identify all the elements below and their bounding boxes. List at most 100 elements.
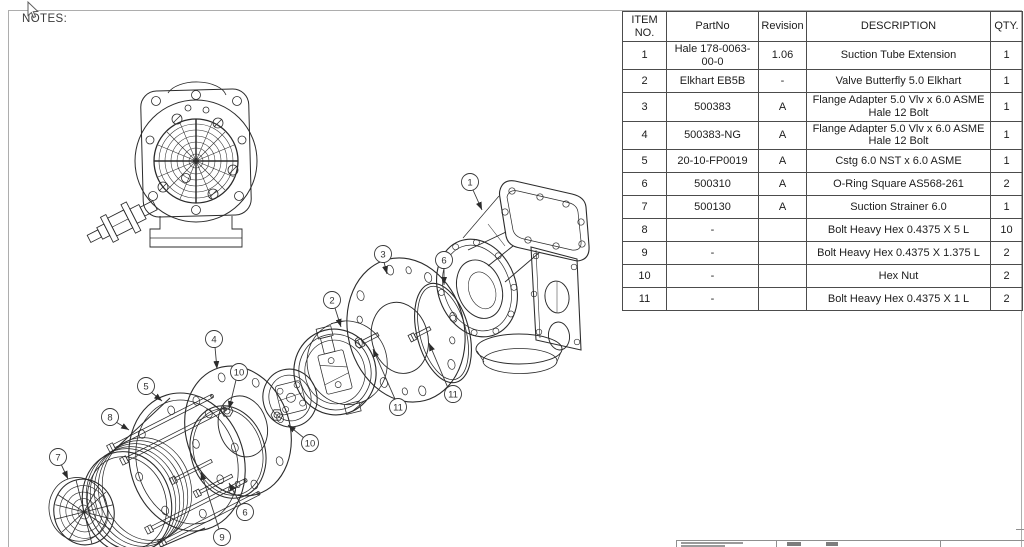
- bom-cell-rev: A: [758, 92, 807, 122]
- bom-cell-qty: 2: [990, 263, 1023, 288]
- balloon-6-lower: 6: [228, 482, 254, 521]
- bom-cell-item: 10: [622, 263, 667, 288]
- sheet-border-top: [8, 10, 1022, 11]
- bom-cell-qty: 2: [990, 240, 1023, 265]
- bom-cell-item: 9: [622, 240, 667, 265]
- part-suction-strainer: [48, 477, 115, 546]
- sheet-border-left: [8, 10, 9, 547]
- bom-cell-rev: 1.06: [758, 40, 807, 71]
- bom-cell-desc: Bolt Heavy Hex 0.4375 X 5 L: [806, 217, 991, 242]
- bom-cell-rev: [758, 240, 807, 265]
- bom-cell-rev: -: [758, 69, 807, 94]
- svg-text:4: 4: [211, 335, 216, 346]
- bom-header-qty: QTY.: [990, 11, 1023, 42]
- bom-cell-desc: Suction Strainer 6.0: [806, 194, 991, 219]
- svg-text:5: 5: [143, 382, 148, 393]
- svg-text:2: 2: [329, 296, 334, 307]
- svg-text:8: 8: [107, 413, 112, 424]
- bom-cell-desc: Bolt Heavy Hex 0.4375 X 1.375 L: [806, 240, 991, 265]
- bom-cell-rev: A: [758, 120, 807, 150]
- bom-cell-qty: 10: [990, 217, 1023, 242]
- bom-cell-part: -: [666, 217, 759, 242]
- title-block-mark: [787, 542, 801, 546]
- bom-cell-item: 4: [622, 120, 667, 150]
- bom-cell-item: 2: [622, 69, 667, 94]
- balloon-5: 5: [137, 377, 163, 402]
- bom-cell-desc: Hex Nut: [806, 263, 991, 288]
- part-bolts-9: [168, 458, 234, 499]
- flange-bolt-holes: [145, 90, 247, 215]
- bom-cell-part: Elkhart EB5B: [666, 69, 759, 94]
- bom-cell-desc: O-Ring Square AS568-261: [806, 171, 991, 196]
- balloon-6-right: 6: [435, 251, 453, 285]
- balloon-9: 9: [200, 471, 231, 546]
- balloon-8: 8: [101, 408, 130, 431]
- balloon-11-left: 11: [372, 348, 407, 416]
- bom-cell-part: -: [666, 286, 759, 311]
- bom-cell-rev: [758, 286, 807, 311]
- bom-cell-rev: [758, 217, 807, 242]
- exploded-view: 1 2 3 4 5: [48, 173, 590, 547]
- svg-text:1: 1: [467, 178, 472, 189]
- bom-cell-part: -: [666, 240, 759, 265]
- bom-cell-item: 5: [622, 148, 667, 173]
- svg-text:7: 7: [55, 453, 60, 464]
- bom-cell-desc: Cstg 6.0 NST x 6.0 ASME: [806, 148, 991, 173]
- balloon-2: 2: [323, 291, 342, 328]
- mouse-cursor-icon: [27, 0, 39, 19]
- bom-cell-desc: Valve Butterfly 5.0 Elkhart: [806, 69, 991, 94]
- bom-cell-qty: 1: [990, 69, 1023, 94]
- title-block-mark: [826, 542, 838, 546]
- bom-header-item: ITEM NO.: [622, 11, 667, 42]
- bom-cell-desc: Flange Adapter 5.0 Vlv x 6.0 ASME Hale 1…: [806, 92, 991, 122]
- balloon-11-right: 11: [428, 342, 462, 403]
- bom-cell-item: 1: [622, 40, 667, 71]
- bom-cell-item: 8: [622, 217, 667, 242]
- balloon-10-lower: 10: [287, 424, 319, 452]
- bom-cell-qty: 2: [990, 171, 1023, 196]
- bom-row: 9 - Bolt Heavy Hex 0.4375 X 1.375 L 2: [622, 240, 1023, 265]
- bom-header-description: DESCRIPTION: [806, 11, 991, 42]
- balloon-callouts: 1 2 3 4 5: [49, 173, 483, 546]
- bom-row: 6 500310 A O-Ring Square AS568-261 2: [622, 171, 1023, 196]
- slashed-holes: [157, 113, 239, 200]
- bom-cell-rev: A: [758, 171, 807, 196]
- bom-cell-item: 3: [622, 92, 667, 122]
- part-hex-nut-upper: [220, 405, 234, 417]
- title-block-note-text: [681, 545, 725, 547]
- balloon-7: 7: [49, 448, 69, 480]
- part-actuator-hub: [262, 368, 318, 428]
- part-o-ring-right: [414, 282, 472, 384]
- bom-cell-rev: A: [758, 194, 807, 219]
- part-bolt-11-right: [407, 326, 432, 343]
- bom-row: 8 - Bolt Heavy Hex 0.4375 X 5 L 10: [622, 217, 1023, 242]
- bom-cell-qty: 1: [990, 194, 1023, 219]
- bom-cell-item: 6: [622, 171, 667, 196]
- bom-cell-part: 500130: [666, 194, 759, 219]
- svg-text:11: 11: [448, 390, 458, 401]
- bom-row: 1 Hale 178-0063-00-0 1.06 Suction Tube E…: [622, 40, 1023, 71]
- balloon-1: 1: [461, 173, 483, 211]
- bom-row: 4 500383-NG A Flange Adapter 5.0 Vlv x 6…: [622, 120, 1023, 150]
- svg-text:10: 10: [234, 368, 245, 379]
- bom-row: 5 20-10-FP0019 A Cstg 6.0 NST x 6.0 ASME…: [622, 148, 1023, 173]
- svg-text:6: 6: [242, 508, 247, 519]
- bom-row: 11 - Bolt Heavy Hex 0.4375 X 1 L 2: [622, 286, 1023, 311]
- bom-cell-part: Hale 178-0063-00-0: [666, 40, 759, 71]
- svg-text:3: 3: [380, 250, 385, 261]
- part-cstg-cylinder: [81, 392, 261, 547]
- svg-text:11: 11: [393, 403, 403, 414]
- grille-spokes: [157, 122, 235, 200]
- bom-cell-desc: Bolt Heavy Hex 0.4375 X 1 L: [806, 286, 991, 311]
- balloon-3: 3: [374, 245, 392, 275]
- bom-row: 3 500383 A Flange Adapter 5.0 Vlv x 6.0 …: [622, 92, 1023, 122]
- bom-row: 2 Elkhart EB5B - Valve Butterfly 5.0 Elk…: [622, 69, 1023, 94]
- bom-cell-rev: [758, 263, 807, 288]
- assembled-pump-top-view: [86, 81, 258, 248]
- title-block-note-text: [681, 542, 743, 544]
- part-suction-tube-extension: [436, 180, 590, 374]
- bom-cell-qty: 1: [990, 40, 1023, 71]
- part-bolt-11-left: [355, 332, 380, 349]
